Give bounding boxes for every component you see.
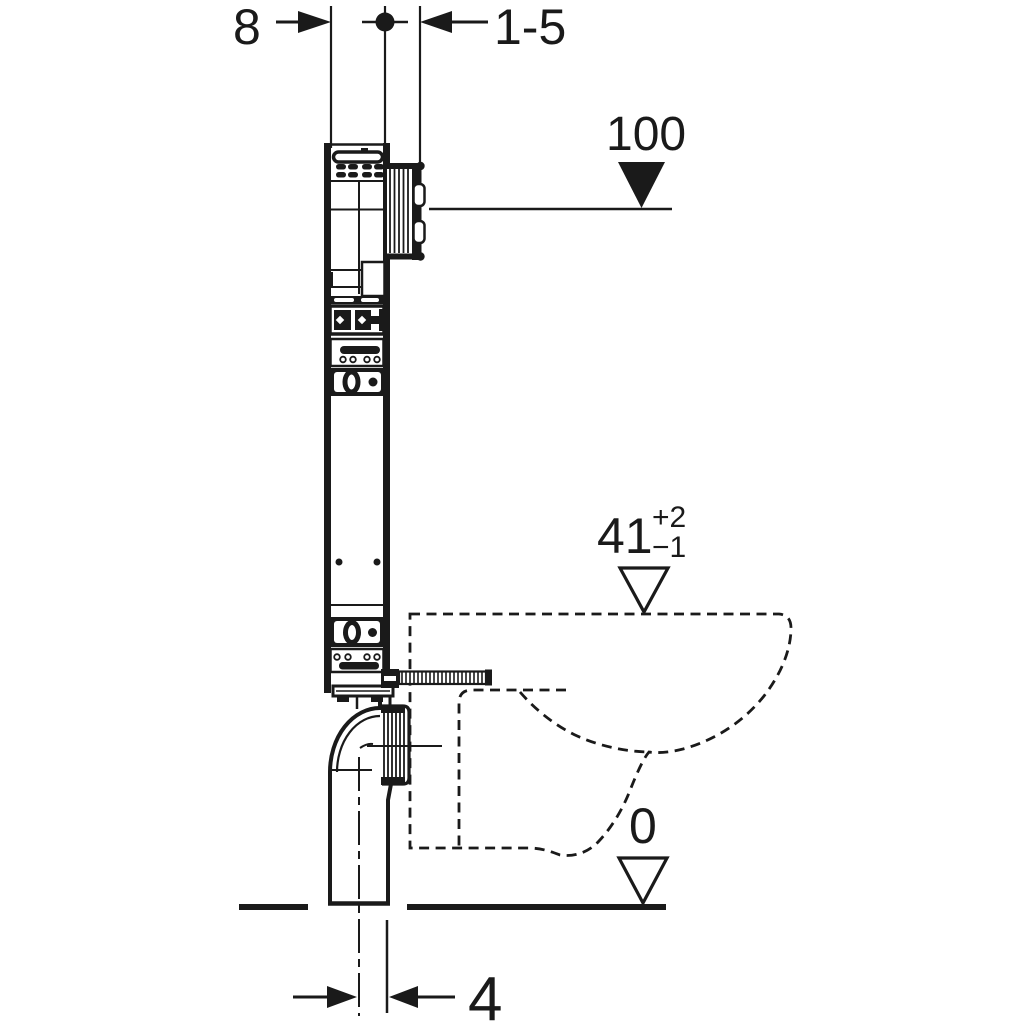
- drain-elbow: [328, 695, 442, 1016]
- bracket-pin: [368, 628, 377, 637]
- foot-bump: [337, 696, 349, 702]
- frame-rivet: [335, 558, 343, 566]
- floor-triangle-open-icon: [616, 856, 670, 907]
- bowl-inner-curve: [518, 691, 650, 754]
- flush-box-ribs: [389, 169, 409, 253]
- flush-box-clip: [412, 219, 426, 245]
- level-marker-top: 100: [429, 108, 686, 211]
- clamp-bar: [371, 316, 381, 324]
- frame-rivet: [373, 558, 381, 566]
- mounting-frame: [324, 143, 395, 702]
- elbow-outer-wall: [328, 695, 382, 903]
- clamp-tab: [384, 306, 389, 313]
- top-dimensions: 8 1-5: [233, 0, 566, 162]
- cistern-lid: [331, 150, 385, 164]
- dimension-pipe-offset: 4: [293, 965, 502, 1024]
- toilet-bowl-outline: [408, 612, 793, 857]
- flush-box-clip: [412, 182, 426, 208]
- wall-bracket-upper: [330, 368, 384, 396]
- fitting-mark: [357, 315, 367, 325]
- wall-bracket-lower: [330, 617, 384, 647]
- level-triangle-open-icon: [617, 566, 671, 616]
- bowl-outer-outline: [408, 612, 793, 857]
- plate-hole: [344, 653, 352, 661]
- plate-hole: [373, 653, 381, 661]
- rod-end-cap: [485, 669, 492, 686]
- bracket-pin: [368, 377, 378, 387]
- arrow-right-icon: [298, 11, 331, 33]
- base-slot: [361, 298, 379, 302]
- frame-depth-label: 8: [233, 0, 261, 55]
- fixing-rod: [381, 669, 492, 688]
- flush-unit-box: [387, 161, 426, 261]
- bowl-height-tol-plus: +2: [652, 501, 686, 534]
- cistern-base-band: [331, 296, 383, 304]
- clamp-bar: [379, 309, 385, 331]
- plate-hole: [349, 355, 357, 364]
- cistern-side-tab: [325, 272, 333, 286]
- base-slot: [334, 298, 354, 302]
- bowl-height-label: 41: [597, 508, 653, 564]
- plate-hole: [339, 355, 347, 364]
- flush-box-cap-end: [416, 161, 425, 171]
- plate-hole: [363, 653, 371, 661]
- level-marker-bowl: 41 +2 −1: [597, 501, 686, 616]
- vent-slots: [336, 164, 384, 178]
- mounting-plate-upper: [329, 337, 385, 368]
- flush-box-front-bar: [412, 163, 422, 260]
- flush-box-cap: [387, 253, 419, 260]
- dimension-wall-thickness: 1-5: [420, 0, 566, 55]
- level-marker-floor: 0: [616, 798, 670, 907]
- foot-bump: [371, 696, 383, 702]
- elbow-inner-wall: [335, 714, 381, 773]
- pipe-right-wall: [386, 783, 393, 903]
- clamp-tab: [384, 327, 389, 334]
- mounting-plate-lower: [329, 647, 385, 674]
- plate-hole: [373, 355, 381, 364]
- frame-left-rail: [324, 143, 331, 693]
- flush-box-cap-end: [416, 252, 425, 261]
- socket-cap: [381, 777, 405, 785]
- bracket-slot-hole: [343, 620, 361, 645]
- plate-slot: [340, 346, 380, 354]
- wall-thickness-label: 1-5: [494, 0, 566, 55]
- arrow-left-icon: [389, 986, 418, 1008]
- frame-right-rail: [383, 143, 390, 693]
- arrow-right-icon: [327, 986, 357, 1008]
- arrow-left-icon: [420, 11, 452, 33]
- plate-hole: [363, 355, 371, 364]
- pipe-offset-label: 4: [468, 965, 502, 1024]
- frame-foot: [331, 684, 395, 702]
- bowl-height-tol-minus: −1: [652, 531, 686, 564]
- flush-valve-housing: [360, 260, 386, 298]
- top-level-label: 100: [606, 108, 686, 161]
- fitting-mark: [335, 315, 345, 325]
- bracket-slot-hole: [342, 369, 361, 395]
- cistern: [325, 148, 386, 304]
- socket-cap: [381, 705, 405, 713]
- pipe-clamp-fitting: [328, 304, 389, 336]
- rod-threads: [401, 672, 483, 684]
- flush-box-cap: [387, 163, 419, 169]
- plate-hole: [333, 653, 341, 661]
- rod-anchor-slot: [384, 676, 396, 681]
- plate-slot: [339, 662, 379, 670]
- level-triangle-filled-icon: [618, 162, 665, 208]
- bowl-inner-recess: [457, 688, 566, 847]
- dimension-frame-depth: 8: [233, 0, 408, 55]
- floor-level-label: 0: [629, 798, 657, 854]
- elbow-tick: [359, 742, 374, 749]
